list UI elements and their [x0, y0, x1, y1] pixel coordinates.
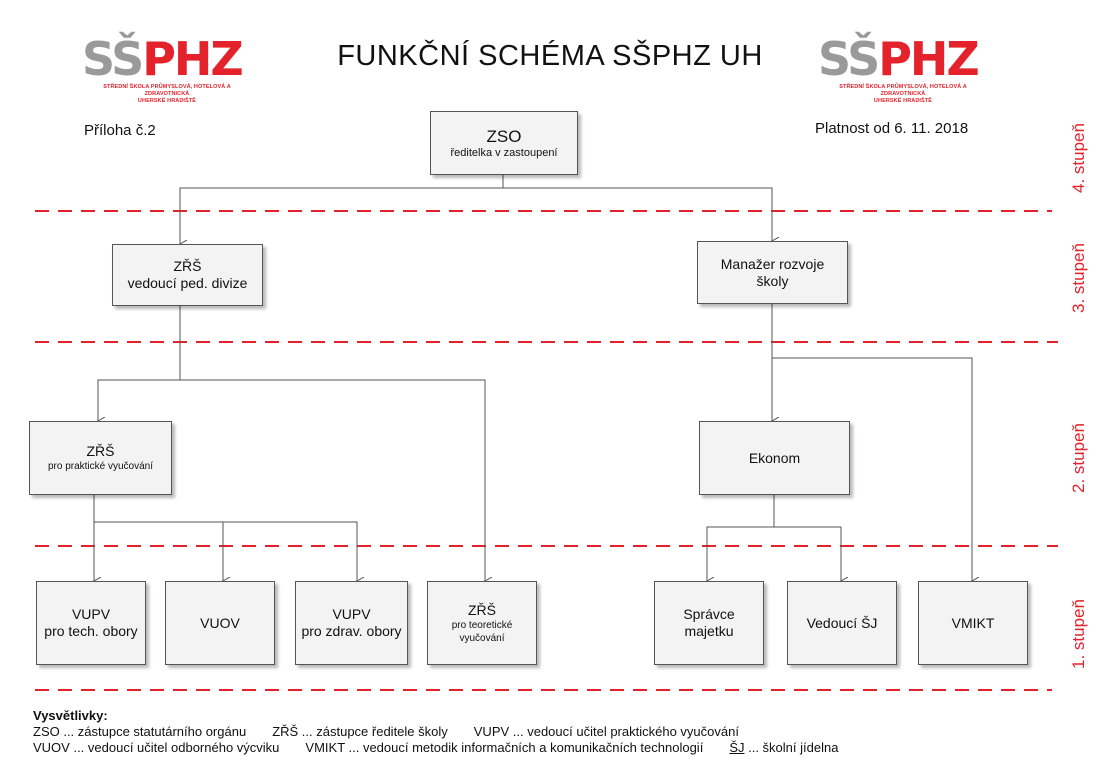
edge-zrs-prak-vupv-zdrav	[94, 521, 357, 581]
node-zso: ZSO ředitelka v zastoupení	[430, 111, 578, 175]
level-label-3: 3. stupeň	[1069, 243, 1088, 313]
legend-row-2: VUOV ... vedoucí učitel odborného výcvik…	[33, 740, 839, 755]
edge-zrs-ped-zrs-prak	[98, 306, 181, 421]
edge-ekonom-vedouci-sj	[774, 526, 841, 581]
edge-zso-manazer	[503, 187, 772, 241]
legend-heading: Vysvětlivky:	[33, 708, 108, 723]
edge-ekonom-spravce	[707, 495, 775, 581]
school-logo-left: SŠPHZ STŘEDNÍ ŠKOLA PRŮMYSLOVÁ, HOTELOVÁ…	[82, 32, 244, 104]
node-vupv-zdrav: VUPV pro zdrav. obory	[295, 581, 408, 665]
node-vmikt: VMIKT	[918, 581, 1028, 665]
node-zrs-teoreticke: ZŘŠ pro teoretické vyučování	[427, 581, 537, 665]
node-zrs-prakticke: ZŘŠ pro praktické vyučování	[29, 421, 172, 495]
page-title: FUNKČNÍ SCHÉMA SŠPHZ UH	[337, 40, 763, 72]
node-vedouci-sj: Vedoucí ŠJ	[787, 581, 897, 665]
node-manazer-rozvoje: Manažer rozvoje školy	[697, 241, 848, 304]
node-vuov: VUOV	[165, 581, 275, 665]
level-label-1: 1. stupeň	[1069, 599, 1088, 669]
node-zrs-ped-divize: ZŘŠ vedoucí ped. divize	[112, 244, 263, 306]
level-label-2: 2. stupeň	[1069, 423, 1088, 493]
node-vupv-tech: VUPV pro tech. obory	[36, 581, 146, 665]
legend: Vysvětlivky: ZSO ... zástupce statutární…	[33, 708, 838, 756]
edge-zso-zrs-ped	[180, 175, 504, 244]
node-ekonom: Ekonom	[699, 421, 850, 495]
node-spravce-majetku: Správce majetku	[654, 581, 764, 665]
annex-label: Příloha č.2	[84, 122, 156, 139]
edge-manazer-vmikt	[772, 357, 972, 581]
level-label-4: 4. stupeň	[1069, 123, 1088, 193]
school-logo-right: SŠPHZ STŘEDNÍ ŠKOLA PRŮMYSLOVÁ, HOTELOVÁ…	[818, 32, 980, 104]
edge-zrs-ped-zrs-teor	[180, 379, 485, 581]
validity-label: Platnost od 6. 11. 2018	[815, 120, 969, 137]
level-separators	[35, 210, 1058, 691]
